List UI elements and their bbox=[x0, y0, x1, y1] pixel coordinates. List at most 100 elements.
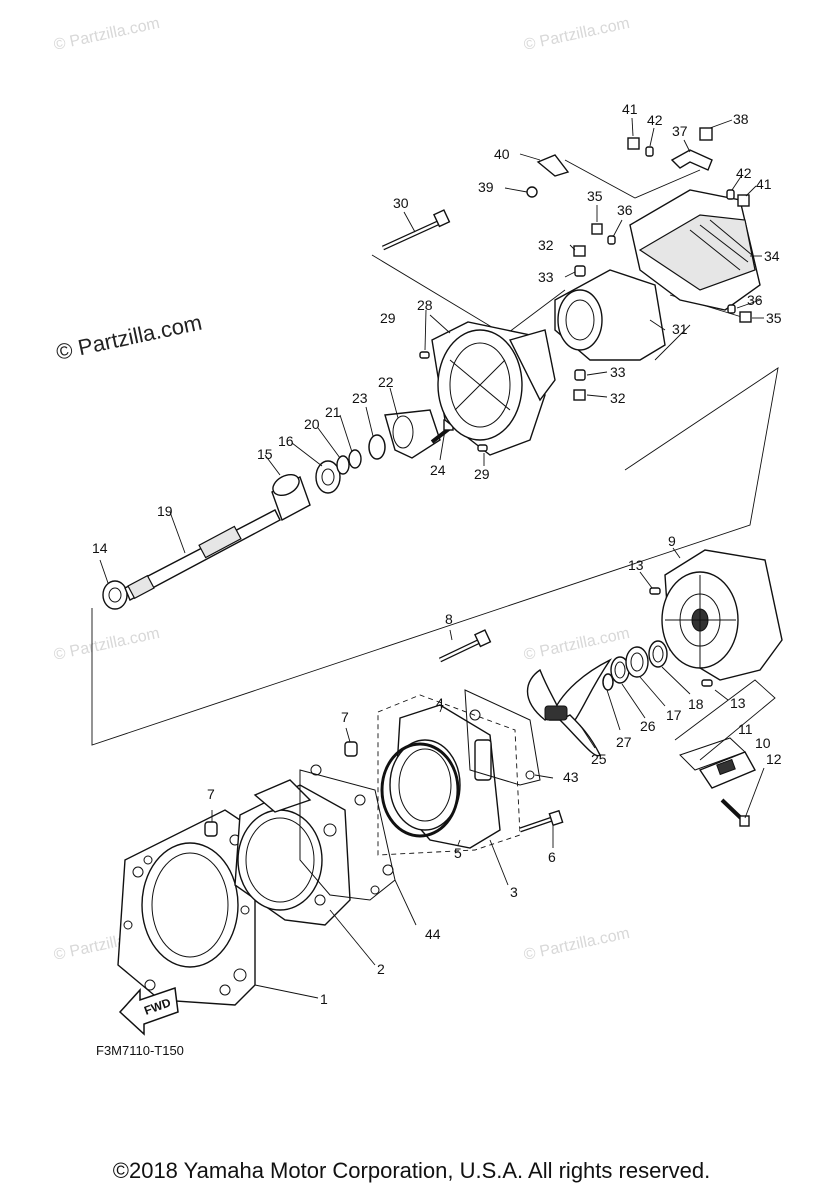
part-6-bolt[interactable] bbox=[519, 809, 564, 833]
part-25-impeller[interactable] bbox=[526, 658, 613, 757]
part-35-bolt[interactable] bbox=[591, 223, 603, 235]
part-5-o-ring[interactable] bbox=[380, 742, 460, 838]
part-15-sleeve[interactable] bbox=[269, 470, 311, 522]
part-31-nozzle[interactable] bbox=[554, 269, 666, 361]
callout-29: 29 bbox=[474, 466, 490, 482]
callout-17: 17 bbox=[666, 707, 682, 723]
part-23-o-ring[interactable] bbox=[368, 434, 386, 460]
callout-44: 44 bbox=[425, 926, 441, 942]
callout-29: 29 bbox=[380, 310, 396, 326]
assembly-line bbox=[377, 694, 521, 856]
part-28-pump-housing[interactable] bbox=[431, 321, 556, 456]
part-22-cap[interactable] bbox=[384, 409, 441, 459]
callout-42: 42 bbox=[647, 112, 663, 128]
callout-34: 34 bbox=[764, 248, 780, 264]
assembly-lines bbox=[91, 159, 779, 856]
callout-28: 28 bbox=[417, 297, 433, 313]
callout-31: 31 bbox=[672, 321, 688, 337]
callout-37: 37 bbox=[672, 123, 688, 139]
part-34-deflector[interactable] bbox=[629, 189, 761, 311]
part-30-bolt[interactable] bbox=[381, 209, 451, 251]
part-7-dowel-pin[interactable] bbox=[344, 741, 358, 757]
part-41-bolt[interactable] bbox=[627, 137, 640, 150]
part-35-bolt[interactable] bbox=[739, 311, 752, 323]
watermark: © Partzilla.com bbox=[52, 625, 161, 664]
callout-13: 13 bbox=[628, 557, 644, 573]
part-37-bracket[interactable] bbox=[670, 149, 713, 171]
part-39-bolt[interactable] bbox=[526, 186, 538, 198]
callout-19: 19 bbox=[157, 503, 173, 519]
part-41-bolt[interactable] bbox=[737, 194, 750, 207]
part-33-collar[interactable] bbox=[574, 265, 586, 277]
callout-41: 41 bbox=[756, 176, 772, 192]
part-42-washer[interactable] bbox=[645, 146, 654, 157]
callout-9: 9 bbox=[668, 533, 676, 549]
callout-36: 36 bbox=[747, 292, 763, 308]
part-18-seal[interactable] bbox=[648, 640, 668, 668]
part-14-bearing[interactable] bbox=[102, 580, 128, 610]
callout-33: 33 bbox=[610, 364, 626, 380]
watermark: © Partzilla.com bbox=[522, 625, 631, 664]
part-33-collar[interactable] bbox=[574, 369, 586, 381]
assembly-line bbox=[91, 367, 779, 746]
part-19-drive-shaft[interactable] bbox=[124, 509, 281, 601]
part-27-o-ring[interactable] bbox=[602, 673, 614, 691]
assembly-line bbox=[654, 324, 691, 361]
part-17-bearing[interactable] bbox=[625, 646, 649, 678]
part-36-collar[interactable] bbox=[607, 235, 616, 245]
part-12-bolt[interactable] bbox=[720, 798, 750, 827]
callout-16: 16 bbox=[278, 433, 294, 449]
callout-2: 2 bbox=[377, 961, 385, 977]
part-16-bearing[interactable] bbox=[315, 460, 341, 494]
part-29-pin[interactable] bbox=[419, 351, 430, 359]
callout-43: 43 bbox=[563, 769, 579, 785]
callout-42: 42 bbox=[736, 165, 752, 181]
part-20-collar[interactable] bbox=[336, 455, 350, 475]
diagram-code: F3M7110-T150 bbox=[96, 1043, 184, 1058]
callout-15: 15 bbox=[257, 446, 273, 462]
callout-38: 38 bbox=[733, 111, 749, 127]
leader-lines bbox=[99, 117, 765, 999]
part-4-impeller-housing[interactable] bbox=[389, 704, 501, 849]
part-42-washer[interactable] bbox=[726, 189, 735, 200]
callout-3: 3 bbox=[510, 884, 518, 900]
callout-39: 39 bbox=[478, 179, 494, 195]
part-36-collar[interactable] bbox=[727, 304, 736, 314]
part-40-link[interactable] bbox=[536, 154, 570, 177]
part-32-bolt[interactable] bbox=[573, 389, 586, 401]
part-44-gasket[interactable] bbox=[299, 764, 396, 901]
callout-26: 26 bbox=[640, 718, 656, 734]
callout-23: 23 bbox=[352, 390, 368, 406]
callout-4: 4 bbox=[436, 695, 444, 711]
part-10-cover[interactable] bbox=[698, 751, 756, 789]
callout-12: 12 bbox=[766, 751, 782, 767]
callout-25: 25 bbox=[591, 751, 607, 767]
callout-32: 32 bbox=[538, 237, 554, 253]
part-9-stator-housing[interactable] bbox=[661, 549, 783, 681]
callout-21: 21 bbox=[325, 404, 341, 420]
part-38-bolt[interactable] bbox=[699, 127, 713, 141]
part-13-pin[interactable] bbox=[701, 679, 713, 687]
part-13-pin[interactable] bbox=[649, 587, 661, 595]
watermark: © Partzilla.com bbox=[522, 15, 631, 54]
callout-20: 20 bbox=[304, 416, 320, 432]
callout-8: 8 bbox=[445, 611, 453, 627]
part-8-bolt[interactable] bbox=[438, 629, 492, 663]
assembly-line bbox=[564, 159, 701, 199]
callout-1: 1 bbox=[320, 991, 328, 1007]
watermark: © Partzilla.com bbox=[52, 15, 161, 54]
part-2-housing[interactable] bbox=[234, 779, 351, 926]
callouts: 1 2 3 4 5 6 7 7 8 9 10 11 12 13 13 14 15… bbox=[92, 101, 782, 1007]
part-7-dowel-pin[interactable] bbox=[204, 821, 218, 837]
part-43-cover-plate[interactable] bbox=[464, 689, 541, 786]
callout-7: 7 bbox=[207, 786, 215, 802]
part-32-bolt[interactable] bbox=[573, 245, 586, 257]
callout-5: 5 bbox=[454, 845, 462, 861]
callout-40: 40 bbox=[494, 146, 510, 162]
part-21-seal[interactable] bbox=[348, 449, 362, 469]
callout-18: 18 bbox=[688, 696, 704, 712]
callout-7: 7 bbox=[341, 709, 349, 725]
part-29-pin[interactable] bbox=[477, 444, 488, 452]
part-1-intake-plate[interactable] bbox=[117, 809, 256, 1006]
